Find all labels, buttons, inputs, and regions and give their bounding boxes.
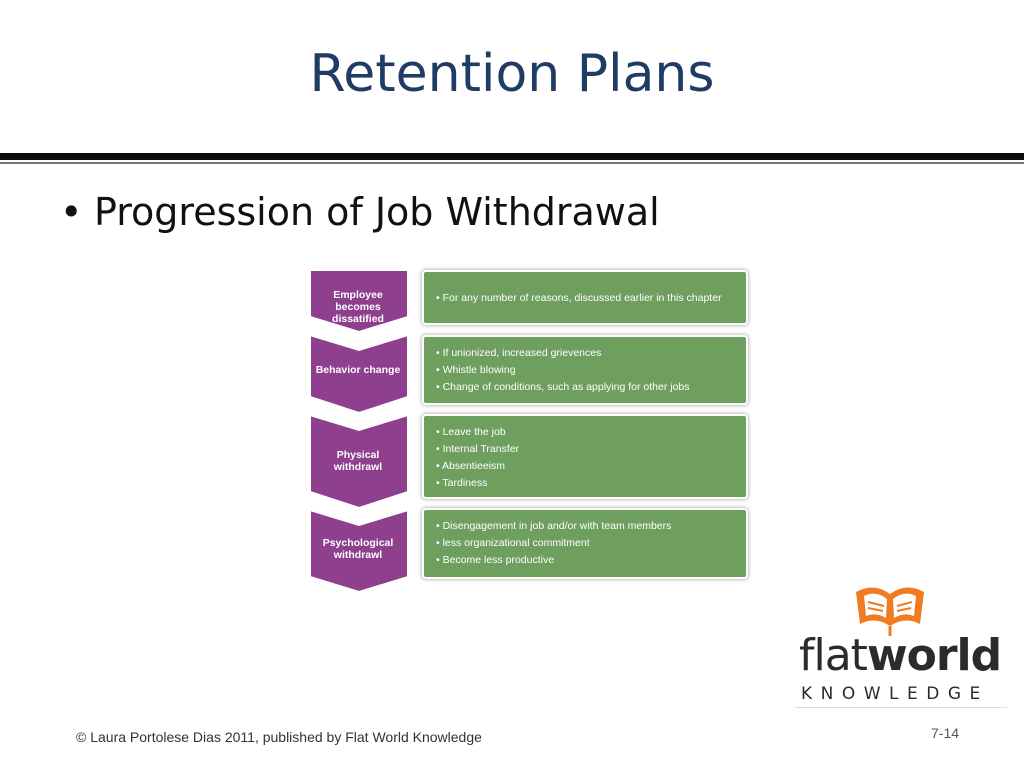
detail-item: • Internal Transfer — [436, 443, 520, 455]
stage-4-details: • Disengagement in job and/or with team … — [422, 508, 748, 579]
flatworld-logo: flatworld KNOWLEDGE — [795, 578, 1007, 710]
stage-3-chevron — [309, 413, 409, 510]
detail-item: • Absentieeism — [436, 460, 506, 472]
stage-1-chevron — [309, 269, 409, 334]
logo-underline — [795, 707, 1007, 708]
stage-2-chevron — [309, 333, 409, 415]
title-divider — [0, 153, 1024, 160]
bullet-point: •Progression of Job Withdrawal — [60, 190, 660, 234]
detail-item: • Change of conditions, such as applying… — [436, 381, 690, 393]
stage-4-chevron — [309, 508, 409, 594]
detail-item: • If unionized, increased grievences — [436, 347, 602, 359]
detail-item: • Tardiness — [436, 477, 488, 489]
title-divider-shadow — [0, 162, 1024, 164]
stage-2-label: Behavior change — [315, 364, 401, 376]
bullet-text: Progression of Job Withdrawal — [94, 190, 660, 234]
stage-3-details: • Leave the job • Internal Transfer • Ab… — [422, 414, 748, 499]
detail-item: • Whistle blowing — [436, 364, 516, 376]
copyright-footer: © Laura Portolese Dias 2011, published b… — [76, 729, 482, 745]
stage-1-details: • For any number of reasons, discussed e… — [422, 270, 748, 325]
open-book-icon — [856, 587, 924, 636]
stage-1-label: Employee becomes dissatified — [332, 289, 384, 325]
stage-2-details: • If unionized, increased grievences • W… — [422, 335, 748, 405]
chevron-column — [309, 269, 409, 594]
logo-word-world: world — [866, 630, 1002, 681]
stage-4-label: Psychological withdrawl — [322, 537, 394, 561]
detail-item: • Disengagement in job and/or with team … — [436, 520, 672, 532]
stage-3-label: Physical withdrawl — [333, 449, 383, 473]
logo-subtitle: KNOWLEDGE — [801, 684, 989, 704]
logo-wordmark: flatworld — [799, 630, 1002, 681]
detail-item: • Become less productive — [436, 554, 555, 566]
page-number: 7-14 — [931, 725, 960, 741]
bullet-dot-icon: • — [60, 190, 83, 234]
slide-title: Retention Plans — [309, 44, 715, 104]
detail-item: • Leave the job — [436, 426, 506, 438]
withdrawal-diagram: Employee becomes dissatified Behavior ch… — [300, 262, 760, 597]
detail-item: • less organizational commitment — [436, 537, 590, 549]
logo-word-flat: flat — [799, 630, 868, 681]
detail-item: • For any number of reasons, discussed e… — [436, 292, 722, 304]
